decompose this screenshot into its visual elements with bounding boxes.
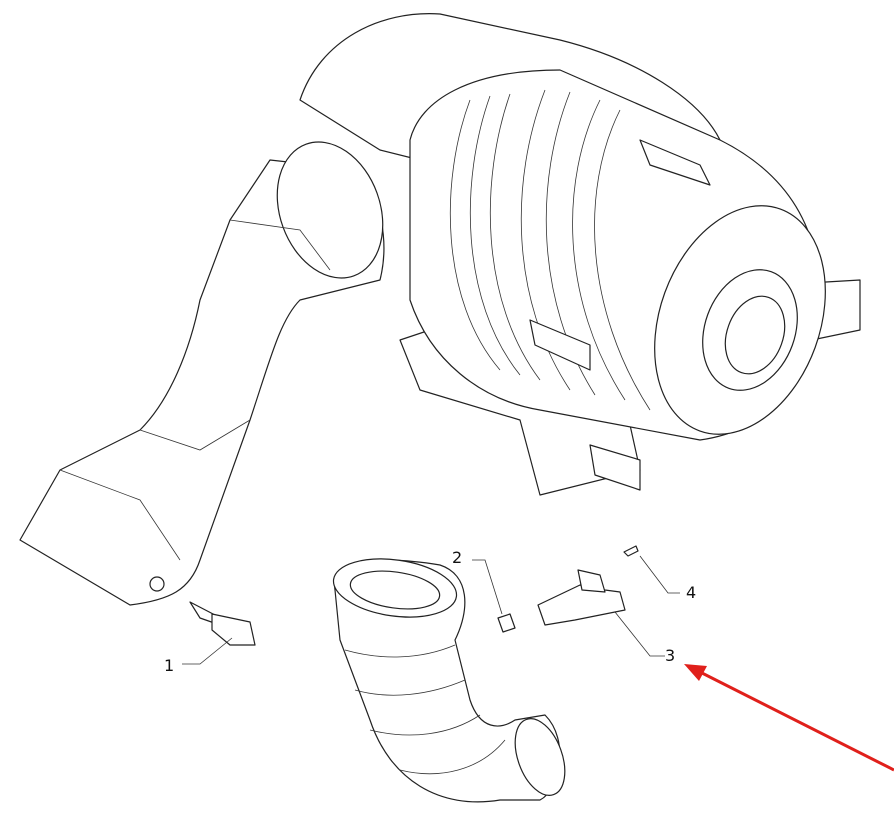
temperature-sensor-part-1 (189, 601, 256, 646)
callout-label-2: 2 (452, 548, 463, 567)
intake-hose (332, 558, 566, 803)
leader-line-2 (472, 559, 503, 615)
air-filter-housing (299, 13, 861, 496)
intake-duct (19, 141, 385, 606)
screw-part-4 (623, 545, 639, 557)
mass-airflow-sensor-part-3 (537, 569, 626, 626)
callout-label-4: 4 (686, 583, 697, 602)
leader-line-3 (614, 611, 665, 657)
callout-label-1: 1 (164, 656, 175, 675)
leader-line-1 (182, 637, 233, 665)
nut-part-2 (497, 613, 516, 633)
leader-line-4 (639, 555, 680, 594)
callout-label-3: 3 (665, 646, 676, 665)
highlight-arrow (684, 664, 894, 772)
